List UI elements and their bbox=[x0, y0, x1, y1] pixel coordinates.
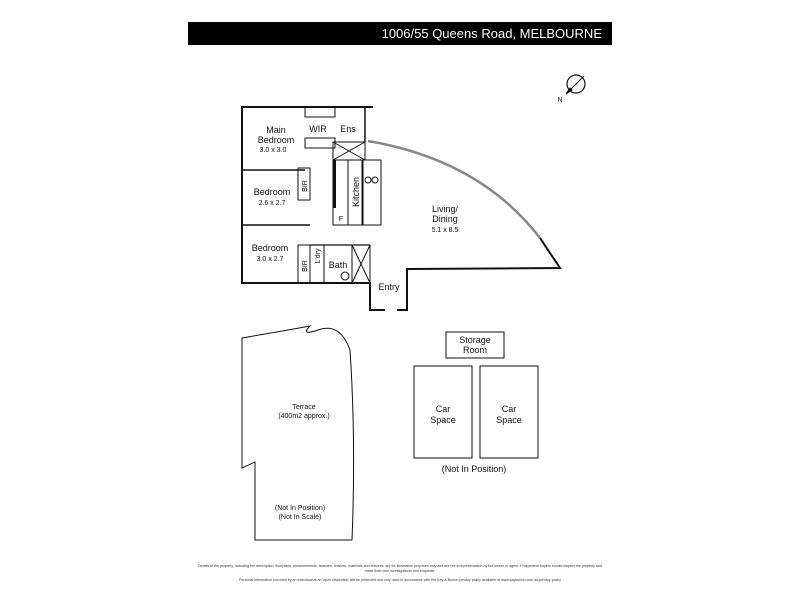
car-space-2 bbox=[479, 365, 539, 459]
parking-note: (Not In Position) bbox=[442, 464, 507, 474]
car-space-1-label-2: Space bbox=[430, 415, 456, 425]
terrace-note-scale: (Not In Scale) bbox=[279, 514, 322, 521]
fixtures bbox=[297, 106, 382, 284]
kitchen-label: Kitchen bbox=[351, 177, 361, 207]
curved-window bbox=[367, 139, 541, 239]
bedroom3-size: 3.0 x 2.7 bbox=[257, 256, 284, 263]
compass-icon bbox=[565, 74, 586, 95]
terrace-outline bbox=[241, 325, 355, 541]
storage-label: Storage bbox=[459, 335, 491, 345]
north-label: N bbox=[557, 97, 562, 104]
bedroom3-label: Bedroom bbox=[252, 243, 289, 253]
dining-label: Dining bbox=[432, 214, 458, 224]
bedroom2-size: 2.6 x 2.7 bbox=[259, 200, 286, 207]
laundry-label: L'dry bbox=[315, 248, 322, 263]
terrace-note-position: (Not In Position) bbox=[275, 505, 325, 512]
bir2-label: BIR bbox=[302, 260, 309, 272]
car-space-2-label-2: Space bbox=[496, 415, 522, 425]
car-space-1-label: Car bbox=[436, 404, 451, 414]
main-bedroom-size: 3.0 x 3.0 bbox=[260, 147, 287, 154]
entry-label: Entry bbox=[378, 282, 400, 292]
storage-room bbox=[445, 331, 505, 359]
fridge-label: F bbox=[339, 216, 343, 223]
living-size: 5.1 x 8.5 bbox=[432, 227, 459, 234]
terrace-label: Terrace bbox=[292, 404, 315, 411]
storage-label-2: Room bbox=[463, 345, 487, 355]
bath-label: Bath bbox=[329, 260, 348, 270]
address-header: 1006/55 Queens Road, MELBOURNE bbox=[188, 22, 612, 45]
car-space-2-label: Car bbox=[502, 404, 517, 414]
living-label: Living/ bbox=[432, 204, 459, 214]
ens-label: Ens bbox=[340, 124, 356, 134]
wir-label: WIR bbox=[309, 124, 327, 134]
disclaimer-text: Details of the property, including the d… bbox=[198, 564, 602, 573]
car-space-1 bbox=[413, 365, 473, 459]
bedroom2-label: Bedroom bbox=[254, 187, 291, 197]
bir1-label: BIR bbox=[302, 180, 309, 192]
terrace-size: (400m2 approx.) bbox=[278, 413, 329, 420]
main-bedroom-label: Main bbox=[266, 125, 286, 135]
privacy-text: Personal information provided by an indi… bbox=[239, 578, 561, 582]
main-bedroom-label-2: Bedroom bbox=[258, 135, 295, 145]
address-text: 1006/55 Queens Road, MELBOURNE bbox=[381, 26, 602, 41]
